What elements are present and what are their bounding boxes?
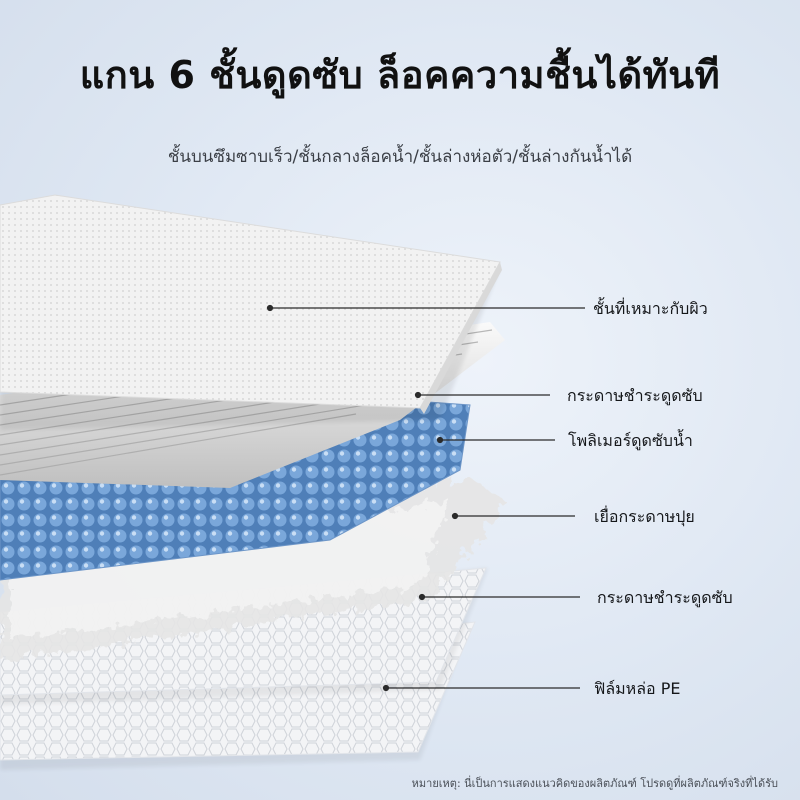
leader-dot-5: [418, 593, 426, 601]
layer-top-sheet: [0, 194, 502, 430]
leader-dot-6: [382, 684, 390, 692]
leader-dot-1: [266, 304, 274, 312]
page-subtitle: ชั้นบนซึมซาบเร็ว/ชั้นกลางล็อคน้ำ/ชั้นล่า…: [167, 147, 633, 167]
leader-dot-2: [414, 391, 422, 399]
layer-label-5: กระดาษชำระดูดซับ: [597, 588, 733, 607]
layer-label-6: ฟิล์มหล่อ PE: [594, 679, 681, 698]
layer-label-1: ชั้นที่เหมาะกับผิว: [593, 299, 708, 318]
disclaimer-note: หมายเหตุ: นี่เป็นการแสดงแนวคิดของผลิตภัณ…: [411, 777, 778, 790]
leader-dot-3: [436, 436, 444, 444]
page-title: แกน 6 ชั้นดูดซับ ล็อคความชื้นได้ทันที: [79, 53, 721, 97]
layer-label-3: โพลิเมอร์ดูดซับน้ำ: [568, 431, 693, 450]
layer-label-2: กระดาษชำระดูดซับ: [567, 386, 703, 405]
layer-label-4: เยื่อกระดาษปุย: [594, 507, 695, 526]
leader-dot-4: [451, 512, 459, 520]
leader-lines: [266, 304, 585, 692]
